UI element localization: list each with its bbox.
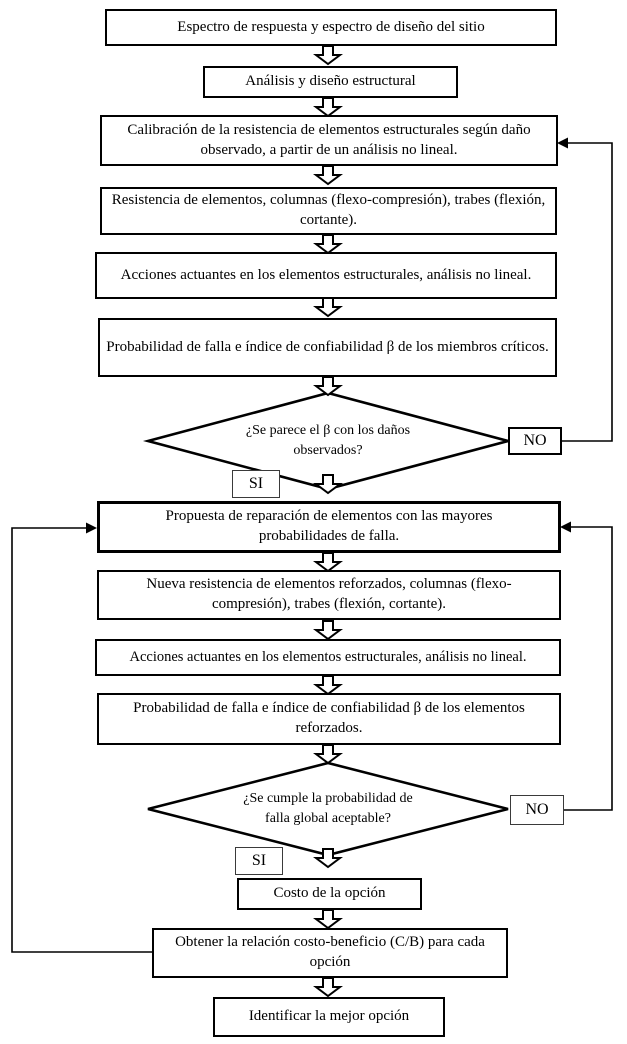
loop-options-line (11, 527, 152, 953)
node-costo: Costo de la opción (237, 878, 422, 910)
flow-arrow-down-icon (315, 45, 341, 65)
node-identificar: Identificar la mejor opción (213, 997, 445, 1037)
node-nueva-resistencia: Nueva resistencia de elementos reforzado… (97, 570, 561, 620)
decision-beta-si-tag: SI (232, 470, 280, 498)
decision-global-label: ¿Se cumple la probabilidad de falla glob… (243, 790, 413, 826)
node-analisis: Análisis y diseño estructural (203, 66, 458, 98)
decision-global-no-tag: NO (510, 795, 564, 825)
node-acciones-2-label: Acciones actuantes en los elementos estr… (129, 648, 527, 665)
loop-no1-arrowhead-icon (557, 137, 568, 149)
decision-beta-no-tag: NO (508, 427, 562, 455)
node-calibracion-label: Calibración de la resistencia de element… (127, 121, 531, 158)
node-espectro: Espectro de respuesta y espectro de dise… (105, 9, 557, 46)
loop-options-arrowhead-icon (86, 522, 97, 534)
node-resistencia-label: Resistencia de elementos, columnas (flex… (111, 192, 546, 228)
node-obtener-label: Obtener la relación costo-beneficio (C/B… (175, 934, 485, 970)
node-espectro-label: Espectro de respuesta y espectro de dise… (177, 18, 485, 35)
flow-arrow-down-icon (315, 165, 341, 185)
node-acciones-2: Acciones actuantes en los elementos estr… (95, 639, 561, 676)
flow-arrow-down-icon (315, 97, 341, 117)
decision-beta-question: ¿Se parece el β con los daños observados… (233, 414, 423, 468)
decision-global-si-tag: SI (235, 847, 283, 875)
loop-no2-line (564, 526, 613, 811)
flow-arrow-down-icon (315, 977, 341, 997)
node-acciones-1-label: Acciones actuantes en los elementos estr… (120, 266, 532, 283)
no-label: NO (525, 801, 549, 818)
node-probabilidad-reforzados-label: Probabilidad de falla e índice de confia… (133, 700, 525, 736)
decision-global-question: ¿Se cumple la probabilidad de falla glob… (238, 782, 418, 836)
node-obtener: Obtener la relación costo-beneficio (C/B… (152, 928, 508, 978)
node-acciones-1: Acciones actuantes en los elementos estr… (95, 252, 557, 299)
flow-arrow-down-icon (315, 909, 341, 929)
node-calibracion: Calibración de la resistencia de element… (100, 115, 558, 166)
node-resistencia: Resistencia de elementos, columnas (flex… (100, 187, 557, 235)
flow-arrow-down-icon (315, 620, 341, 640)
flow-arrow-down-icon (315, 376, 341, 396)
si-label: SI (248, 475, 264, 492)
flow-arrow-down-icon (315, 234, 341, 254)
flow-arrow-down-icon (315, 297, 341, 317)
node-costo-label: Costo de la opción (273, 885, 386, 902)
loop-no1-line (562, 142, 613, 442)
loop-no2-arrowhead-icon (560, 521, 571, 533)
node-probabilidad-reforzados: Probabilidad de falla e índice de confia… (97, 693, 561, 745)
flow-arrow-down-icon (315, 744, 341, 764)
node-probabilidad-miembros: Probabilidad de falla e índice de confia… (98, 318, 557, 377)
no-label: NO (523, 432, 547, 449)
flow-arrow-down-icon (315, 675, 341, 695)
decision-beta-label: ¿Se parece el β con los daños observados… (245, 422, 411, 458)
si-label: SI (251, 852, 267, 869)
node-identificar-label: Identificar la mejor opción (248, 1008, 410, 1025)
node-analisis-label: Análisis y diseño estructural (245, 73, 416, 90)
node-propuesta: Propuesta de reparación de elementos con… (97, 501, 561, 553)
node-nueva-resistencia-label: Nueva resistencia de elementos reforzado… (146, 576, 512, 612)
node-propuesta-label: Propuesta de reparación de elementos con… (165, 508, 493, 544)
node-probabilidad-miembros-label: Probabilidad de falla e índice de confia… (106, 338, 549, 355)
flow-arrow-down-icon (315, 552, 341, 572)
